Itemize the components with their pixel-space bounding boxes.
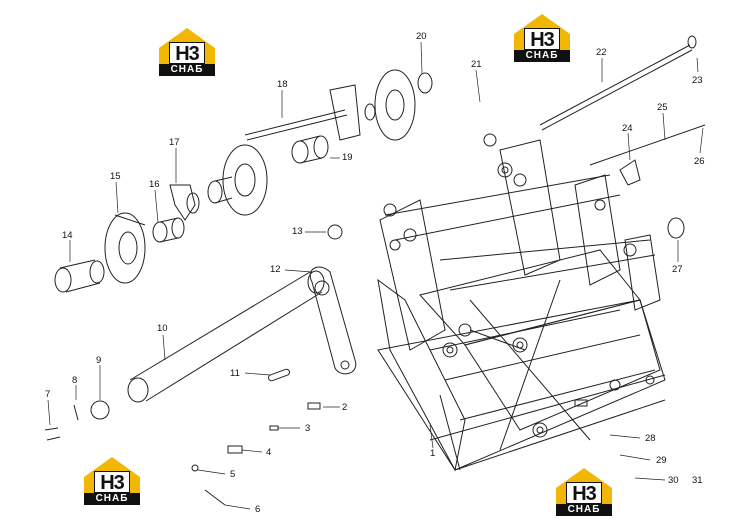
pin-part-24: [619, 159, 641, 186]
part-label-13: 13: [292, 226, 303, 237]
ring-part-27: [667, 217, 685, 239]
washer-part-9: [90, 400, 110, 420]
part-label-29: 29: [656, 455, 667, 466]
bushing-part-14: [54, 259, 105, 293]
part-label-14: 14: [62, 230, 73, 241]
part-2: [307, 402, 321, 410]
logo-mark: H3: [524, 28, 560, 51]
logo-mark: H3: [169, 42, 205, 65]
part-label-11: 11: [230, 368, 240, 379]
part-label-4: 4: [266, 447, 272, 458]
part-3: [269, 425, 279, 431]
part-label-21: 21: [471, 59, 482, 70]
pin-part-25: [589, 124, 706, 166]
logo-bar: СНАБ: [514, 50, 570, 62]
link-part-12: [309, 266, 357, 375]
part-label-7: 7: [45, 389, 51, 400]
part-label-23: 23: [692, 75, 703, 86]
part-label-20: 20: [416, 31, 427, 42]
ring-part-13: [327, 224, 343, 240]
part-label-3: 3: [305, 423, 311, 434]
part-5: [191, 464, 199, 472]
part-label-30: 30: [668, 475, 679, 486]
brand-logo: H3 СНАБ: [510, 12, 574, 64]
logo-bar: СНАБ: [159, 64, 215, 76]
brand-logo: H3 СНАБ: [80, 455, 144, 507]
part-label-10: 10: [157, 323, 168, 334]
part-label-27: 27: [672, 264, 683, 275]
rod-part-22: [539, 44, 691, 126]
part-label-26: 26: [694, 156, 705, 167]
part-label-17: 17: [169, 137, 180, 148]
brand-logo: H3 СНАБ: [155, 26, 219, 78]
logo-bar: СНАБ: [84, 493, 140, 505]
part-label-28: 28: [645, 433, 656, 444]
pin-part-11: [267, 368, 291, 382]
part-label-24: 24: [622, 123, 633, 134]
part-label-12: 12: [270, 264, 281, 275]
part-label-9: 9: [96, 355, 102, 366]
bushing-part-16: [152, 221, 168, 243]
shaft-part-18: [244, 109, 346, 136]
pin-part-10: [127, 270, 325, 403]
logo-mark: H3: [566, 482, 602, 505]
bushing-part-19: [291, 135, 329, 164]
part-label-22: 22: [596, 47, 607, 58]
logo-bar: СНАБ: [556, 504, 612, 516]
part-label-31: 31: [692, 475, 703, 486]
part-label-5: 5: [230, 469, 236, 480]
part-label-19: 19: [342, 152, 353, 163]
brand-logo: H3 СНАБ: [552, 466, 616, 518]
part-label-6: 6: [255, 504, 261, 515]
frame-part-1: [377, 133, 666, 472]
part-label-16: 16: [149, 179, 160, 190]
part-label-15: 15: [110, 171, 121, 182]
part-label-18: 18: [277, 79, 288, 90]
flange-middle: [186, 144, 268, 216]
part-label-8: 8: [72, 375, 78, 386]
flange-part-20: [364, 69, 433, 141]
part-4: [227, 445, 243, 454]
part-label-25: 25: [657, 102, 668, 113]
part-6: [204, 489, 226, 506]
part-label-2: 2: [342, 402, 348, 413]
clip-part-17: [169, 184, 196, 221]
logo-mark: H3: [94, 471, 130, 494]
part-label-1: 1: [430, 448, 436, 459]
flange-part-15: [104, 212, 146, 284]
